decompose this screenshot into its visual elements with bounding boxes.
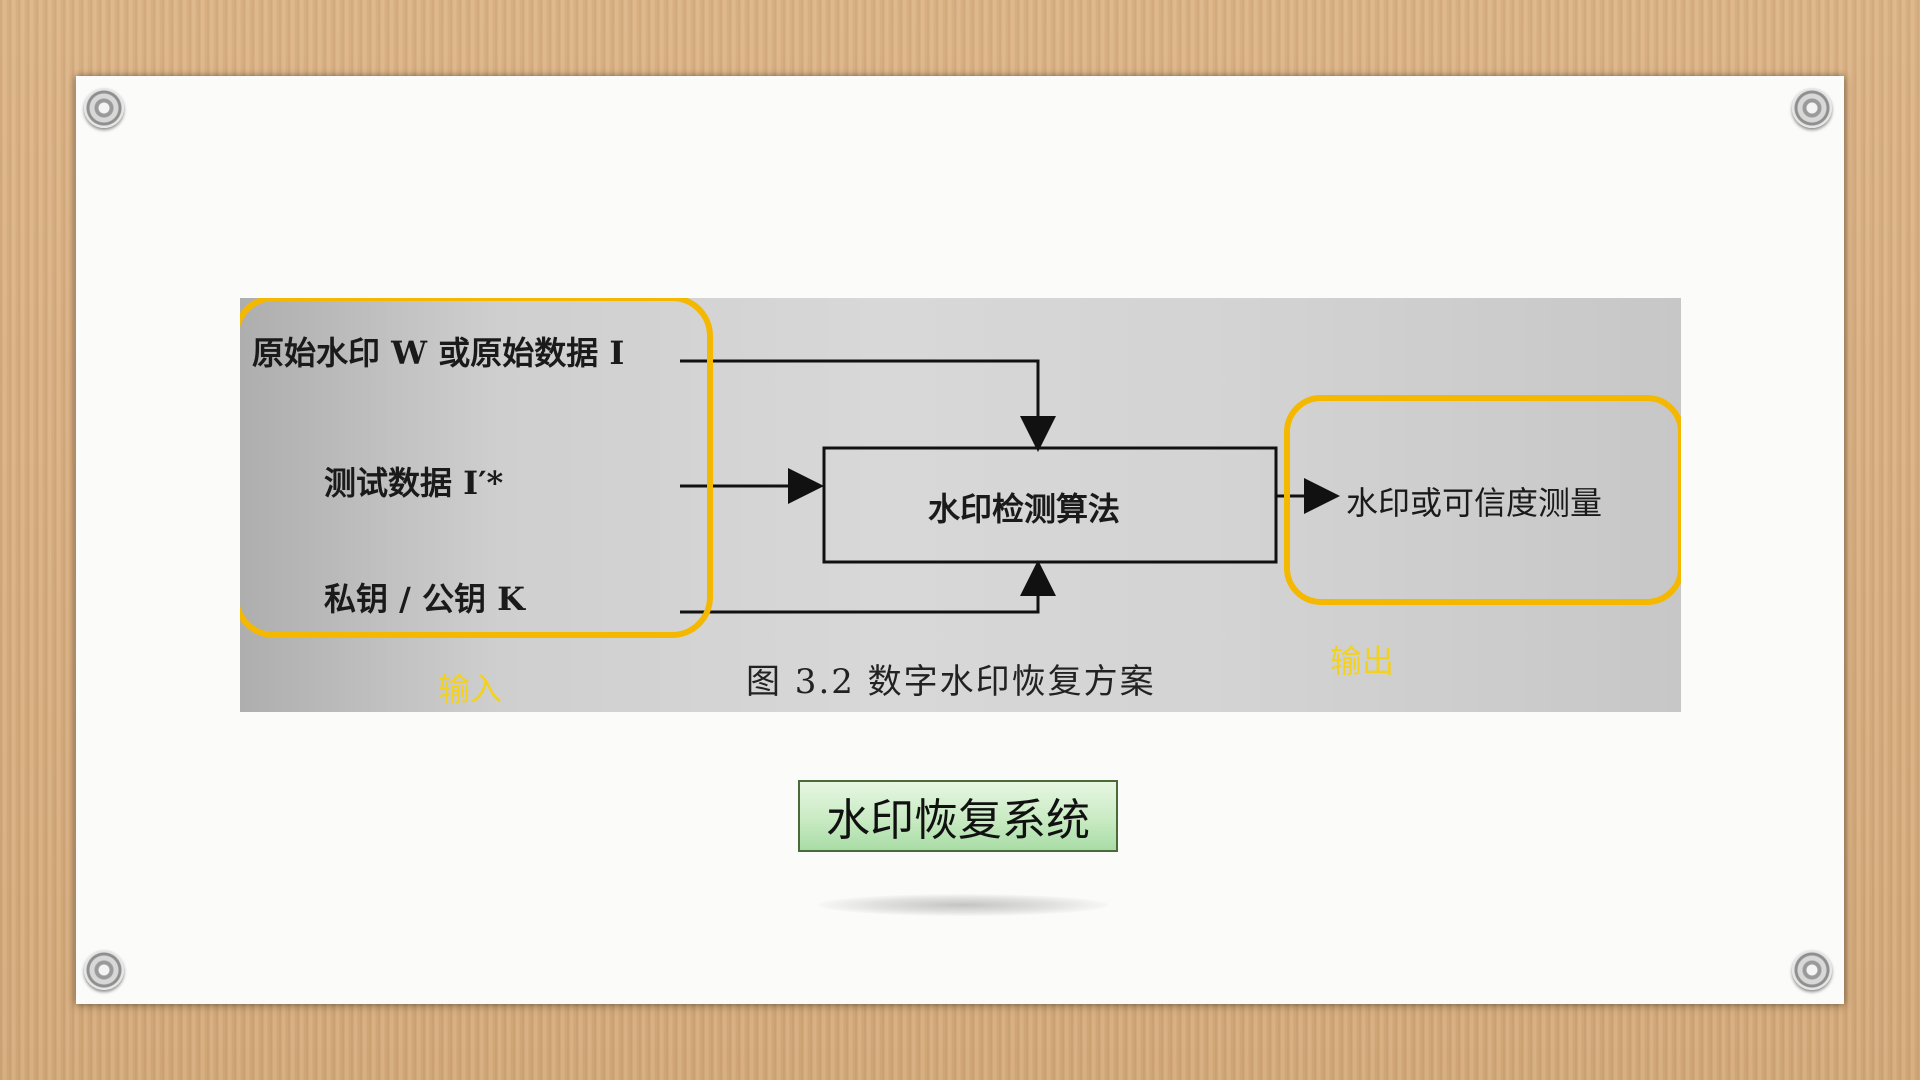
top-left-grommet-icon bbox=[84, 88, 124, 128]
slide-card: 原始水印 W 或原始数据 I 测试数据 I′* 私钥 / 公钥 K 水印检测算法… bbox=[76, 76, 1844, 1004]
process-label: 水印检测算法 bbox=[928, 490, 1121, 528]
bottom-right-grommet-icon bbox=[1792, 950, 1832, 990]
top-right-grommet-icon bbox=[1792, 88, 1832, 128]
bottom-left-grommet-icon bbox=[84, 950, 124, 990]
original-input-arrow bbox=[680, 359, 1056, 452]
test-data-label: 测试数据 I′* bbox=[324, 464, 504, 502]
figure-diagram-lines bbox=[240, 298, 1681, 638]
output-highlight-box bbox=[1284, 395, 1681, 605]
output-annotation: 输出 bbox=[1330, 642, 1395, 680]
process-box bbox=[822, 446, 1278, 564]
key-input-arrow bbox=[680, 560, 1056, 614]
watermark-recovery-figure: 原始水印 W 或原始数据 I 测试数据 I′* 私钥 / 公钥 K 水印检测算法… bbox=[240, 298, 1681, 712]
original-input-label: 原始水印 W 或原始数据 I bbox=[252, 334, 625, 372]
figure-caption: 图 3.2 数字水印恢复方案 bbox=[746, 662, 1156, 702]
input-highlight-box bbox=[240, 298, 713, 638]
title-reflection bbox=[818, 894, 1108, 916]
input-annotation: 输入 bbox=[438, 670, 503, 708]
key-label: 私钥 / 公钥 K bbox=[324, 580, 525, 618]
slide-title-box: 水印恢复系统 bbox=[798, 780, 1118, 852]
output-label: 水印或可信度测量 bbox=[1346, 484, 1603, 522]
